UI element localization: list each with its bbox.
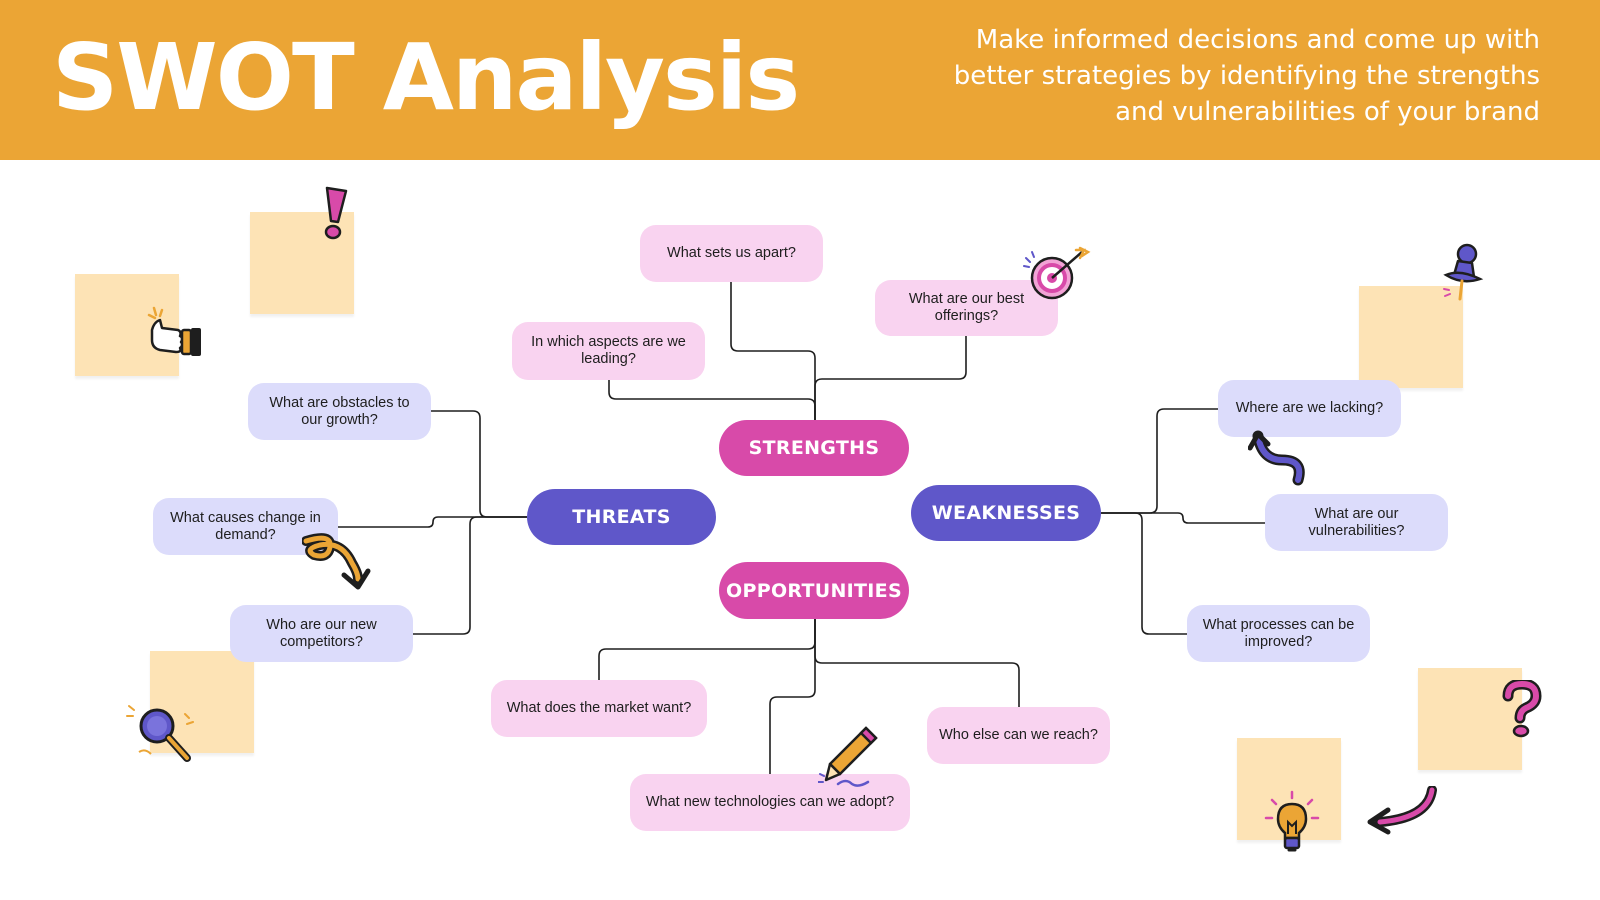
category-strengths: STRENGTHS [719, 420, 909, 476]
connector-strengths-best-offerings [814, 336, 967, 420]
question-reach: Who else can we reach? [927, 707, 1110, 764]
question-lacking: Where are we lacking? [1218, 380, 1401, 437]
thumbs-up-icon [147, 306, 201, 356]
connector-threats-demand [338, 516, 527, 528]
page-title: SWOT Analysis [52, 24, 800, 131]
curly-arrow-icon [302, 533, 371, 590]
pencil-icon [818, 726, 878, 787]
curly-arrow-icon [1367, 786, 1437, 835]
question-leading: In which aspects are we leading? [512, 322, 705, 380]
exclamation-icon [324, 186, 348, 240]
magnifier-icon [126, 705, 194, 762]
connector-opp-technologies [769, 619, 816, 776]
connector-opp-market [598, 619, 816, 682]
question-competitors: Who are our new competitors? [230, 605, 413, 662]
connector-threats-competitors [413, 516, 527, 635]
category-opportunities: OPPORTUNITIES [719, 562, 909, 619]
curly-arrow-icon [1248, 430, 1305, 486]
category-threats: THREATS [527, 489, 716, 545]
connector-weaknesses-lacking [1101, 408, 1218, 514]
page-subtitle: Make informed decisions and come up with… [953, 25, 1540, 127]
connector-threats-obstacles [431, 410, 527, 518]
sticky-note [1359, 286, 1463, 388]
question-obstacles: What are obstacles to our growth? [248, 383, 431, 440]
connector-strengths-sets-apart [730, 282, 816, 420]
question-vulnerabilities: What are our vulnerabilities? [1265, 494, 1448, 551]
connector-strengths-leading [608, 380, 816, 420]
sticky-note [1418, 668, 1522, 770]
connector-weaknesses-processes [1101, 512, 1187, 635]
question-market: What does the market want? [491, 680, 707, 737]
question-sets-apart: What sets us apart? [640, 225, 823, 282]
target-icon [1023, 246, 1091, 300]
question-best-offerings: What are our best offerings? [875, 280, 1058, 336]
connector-weaknesses-vulnerabilities [1101, 512, 1265, 524]
connector-opp-reach [814, 619, 1020, 709]
lightbulb-icon [1264, 790, 1320, 852]
question-mark-icon [1502, 680, 1542, 738]
header-banner: SWOT Analysis Make informed decisions an… [0, 0, 1600, 160]
pushpin-icon [1443, 243, 1484, 301]
category-weaknesses: WEAKNESSES [911, 485, 1101, 541]
question-processes: What processes can be improved? [1187, 605, 1370, 662]
